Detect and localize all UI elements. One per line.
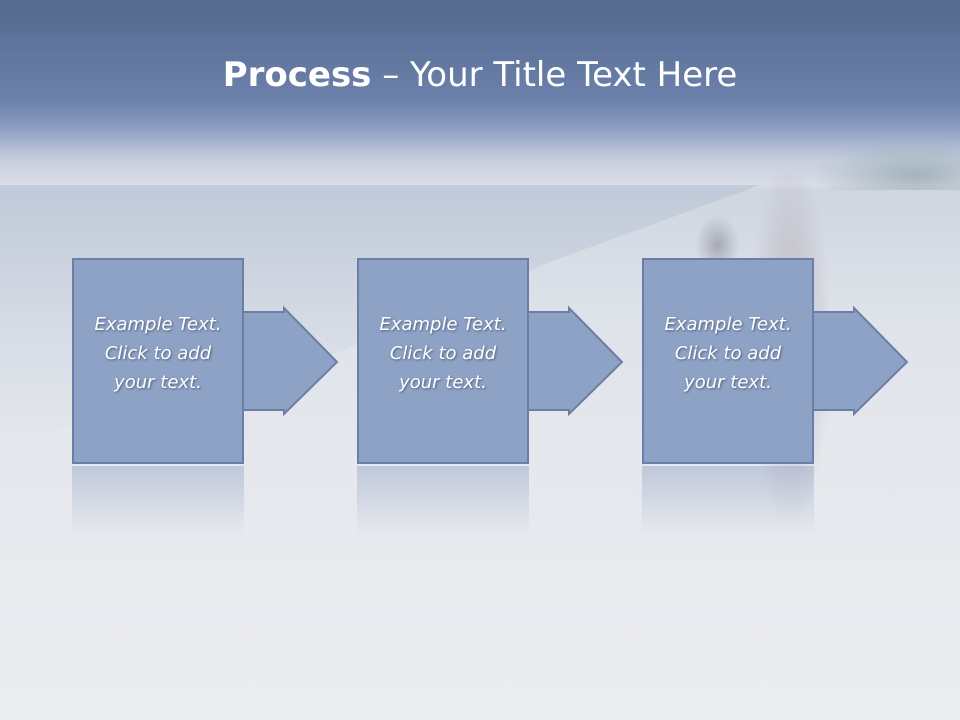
step-text-line-2: Click to add	[674, 343, 782, 364]
step-text-line-1: Example Text.	[664, 314, 792, 335]
step-text[interactable]: Example Text. Click to add your text.	[646, 310, 810, 397]
step-reflection	[72, 466, 244, 536]
step-text-line-1: Example Text.	[94, 314, 222, 335]
step-text[interactable]: Example Text. Click to add your text.	[361, 310, 525, 397]
step-text-line-1: Example Text.	[379, 314, 507, 335]
step-text-line-3: your text.	[114, 372, 202, 393]
step-text-line-3: your text.	[684, 372, 772, 393]
step-box[interactable]	[357, 258, 529, 464]
step-text-line-2: Click to add	[389, 343, 497, 364]
step-reflection	[357, 466, 529, 536]
step-text-line-3: your text.	[399, 372, 487, 393]
title-rest: – Your Title Text Here	[371, 55, 738, 95]
background-trees	[810, 140, 960, 190]
slide-title[interactable]: Process – Your Title Text Here	[0, 52, 960, 98]
step-text-line-2: Click to add	[104, 343, 212, 364]
step-text[interactable]: Example Text. Click to add your text.	[76, 310, 240, 397]
step-reflection	[642, 466, 814, 536]
title-bold: Process	[222, 55, 372, 95]
step-box[interactable]	[72, 258, 244, 464]
step-box[interactable]	[642, 258, 814, 464]
